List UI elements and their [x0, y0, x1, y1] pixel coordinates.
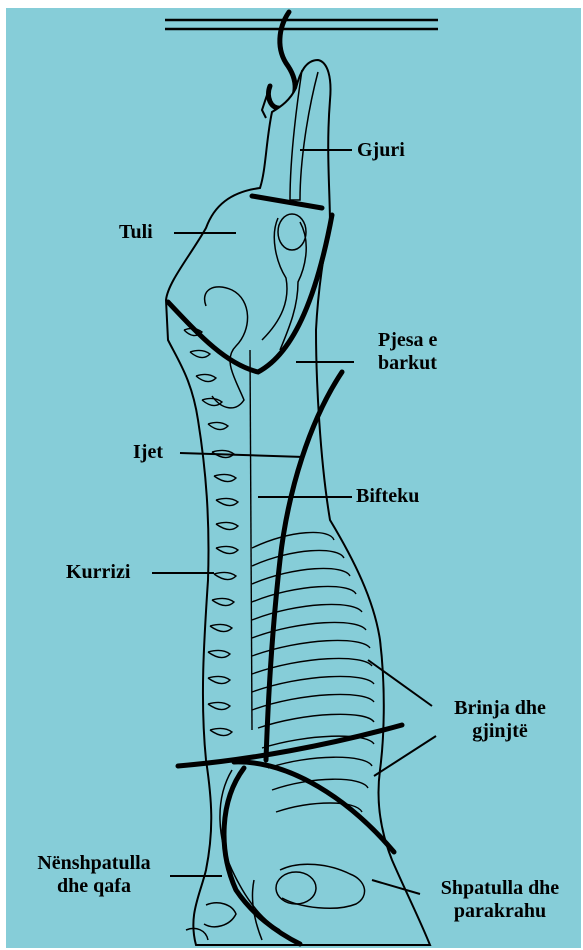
label-pjesa-e-barkut: Pjesa e barkut: [378, 329, 437, 375]
label-tuli: Tuli: [119, 221, 153, 244]
label-shpatulla-line1: Shpatulla dhe: [420, 877, 580, 900]
label-nenshpatulla-dhe-qafa: Nënshpatulla dhe qafa: [14, 852, 174, 898]
label-pjesa-line2: barkut: [378, 352, 437, 375]
label-shpatulla-dhe-parakrahu: Shpatulla dhe parakrahu: [420, 877, 580, 923]
label-brinja-line2: gjinjtë: [440, 720, 560, 743]
label-brinja-line1: Brinja dhe: [440, 697, 560, 720]
label-nenshpatulla-line1: Nënshpatulla: [14, 852, 174, 875]
label-bifteku: Bifteku: [356, 485, 419, 508]
hanging-rail: [165, 20, 438, 29]
label-kurrizi: Kurrizi: [66, 561, 130, 584]
label-brinja-dhe-gjinjte: Brinja dhe gjinjtë: [440, 697, 560, 743]
label-pjesa-line1: Pjesa e: [378, 329, 437, 352]
label-gjuri: Gjuri: [357, 139, 405, 162]
label-shpatulla-line2: parakrahu: [420, 900, 580, 923]
label-ijet: Ijet: [133, 441, 163, 464]
hook: [269, 12, 296, 108]
label-nenshpatulla-line2: dhe qafa: [14, 875, 174, 898]
